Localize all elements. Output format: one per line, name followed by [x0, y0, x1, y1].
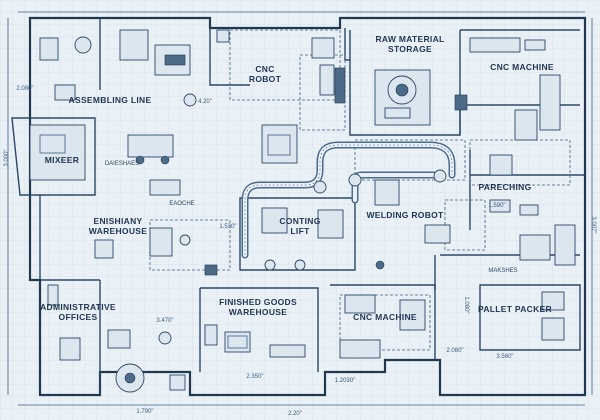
cnc-robot-label-2: ROBOT — [249, 74, 282, 84]
administrative-offices-label-2: OFFICES — [59, 312, 98, 322]
dim-bottom-left-diam: 3.470" — [156, 318, 173, 324]
conting-lift-label-2: LIFT — [290, 226, 310, 236]
outer-dimension-lines — [7, 11, 593, 406]
enishiany-warehouse-label-2: WAREHOUSE — [89, 226, 147, 236]
dim-inner-right: 1.080" — [463, 296, 469, 313]
cnc-machine-bottom-label: CNC MACHINE — [353, 312, 417, 322]
dim-bottom-center: 2.20" — [288, 411, 302, 417]
dim-bottom-right: 3.560" — [496, 354, 513, 360]
dim-center-left: 1.530" — [219, 224, 236, 230]
dim-bottom-right2: 2.080" — [446, 348, 463, 354]
conting-lift-label-1: CONTING — [279, 216, 320, 226]
dim-left-top: 2.080" — [16, 86, 33, 92]
raw-material-storage-label-2: STORAGE — [388, 44, 432, 54]
dim-right-mid: 1.590" — [488, 203, 505, 209]
finished-goods-warehouse-label-2: WAREHOUSE — [229, 307, 287, 317]
dim-top-center: 4.20" — [198, 99, 212, 105]
dimension-labels: 2.080" 3.000" 4.20" 1.530" 1.590" 3.007"… — [4, 86, 596, 417]
mixer-label: MIXEER — [45, 155, 79, 165]
dim-bottom-mid2: 1.2030" — [335, 378, 355, 384]
area-labels: RAW MATERIAL STORAGE CNC MACHINE CNC ROB… — [40, 34, 554, 322]
cnc-robot-label-1: CNC — [255, 64, 274, 74]
machinery — [29, 29, 576, 393]
cnc-machine-top-label: CNC MACHINE — [490, 62, 554, 72]
dim-bottom-mid1: 2.350" — [246, 374, 263, 380]
pallet-packer-label: PALLET PACKER — [478, 304, 552, 314]
makshes-label: MAKSHES — [488, 268, 517, 274]
finished-goods-warehouse-label-1: FINISHED GOODS — [219, 297, 297, 307]
pareching-label: PARECHING — [478, 182, 531, 192]
dim-right-edge: 3.007" — [590, 216, 596, 233]
daieshaes-label: DAIESHAES — [105, 161, 139, 167]
assembling-line-label: ASSEMBLING LINE — [69, 95, 152, 105]
conveyor-belt — [241, 141, 456, 271]
raw-material-storage-label-1: RAW MATERIAL — [375, 34, 444, 44]
dim-left-mid: 3.000" — [4, 149, 10, 166]
administrative-offices-label-1: ADMINISTRATIVE — [40, 302, 116, 312]
welding-robot-label: WELDING ROBOT — [366, 210, 444, 220]
dim-bottom-left: 1.790" — [136, 409, 153, 415]
enishiany-warehouse-label-1: ENISHIANY — [94, 216, 143, 226]
eaoche-label: EAOCHE — [169, 201, 194, 207]
